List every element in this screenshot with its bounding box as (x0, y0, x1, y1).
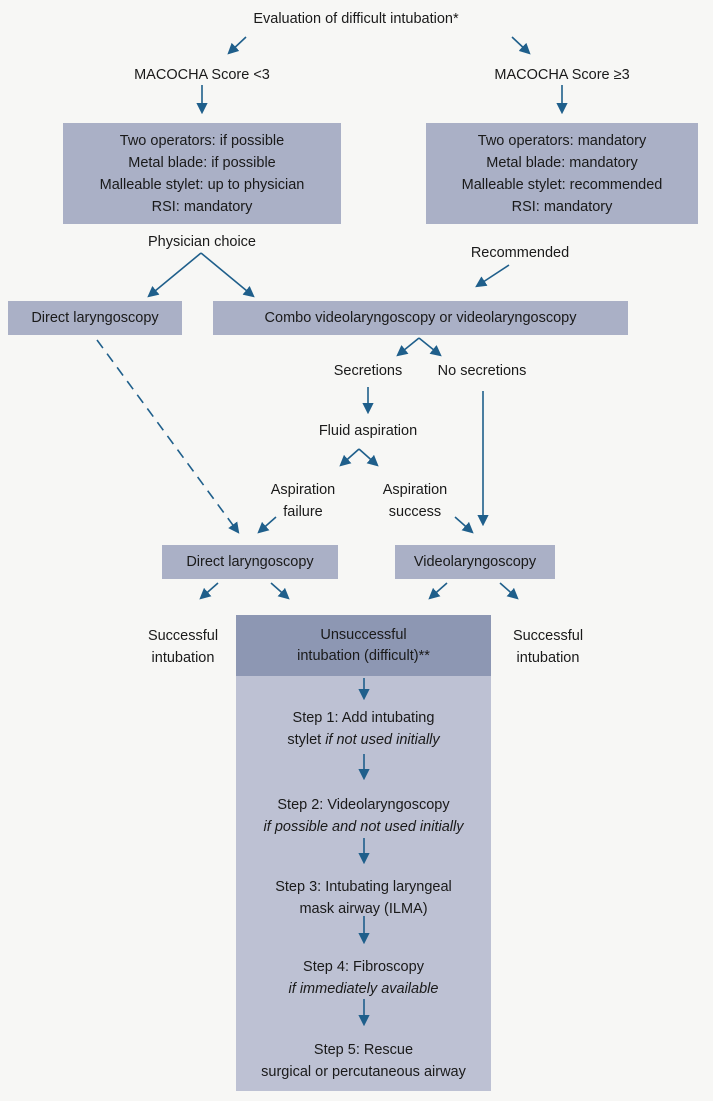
low-rec-line: Malleable stylet: up to physician (99, 176, 305, 193)
recommended-label: Recommended (470, 245, 570, 261)
step-detail: if immediately available (288, 981, 439, 997)
arrow-choice-to-direct (147, 252, 202, 298)
macocha-low-label: MACOCHA Score <3 (134, 67, 270, 83)
low-rec-line: RSI: mandatory (151, 198, 253, 215)
aspiration-failure-line: Aspiration (270, 482, 336, 498)
successful-intubation-left: Successful intubation (133, 625, 233, 669)
step-detail: if possible and not used initially (263, 819, 464, 835)
direct-laryngoscopy-box: Direct laryngoscopy (8, 301, 182, 335)
step-1: Step 1: Add intubating stylet if not use… (236, 707, 491, 751)
arrow-recommended-to-combo (475, 264, 510, 288)
dashed-arrow-direct-to-direct2 (96, 339, 240, 534)
arrow-combo-to-secretions (396, 337, 420, 357)
step-detail: mask airway (ILMA) (299, 901, 428, 917)
outcome-line: intubation (151, 650, 215, 666)
arrow-direct2-to-unsuccessful (270, 582, 290, 600)
unsuccessful-line: intubation (difficult)** (297, 647, 430, 664)
arrow-to-low-score (227, 36, 247, 55)
arrow-to-high-score (511, 36, 531, 55)
high-rec-line: Two operators: mandatory (477, 132, 647, 149)
aspiration-success-line: Aspiration (382, 482, 448, 498)
arrow-aspiration-to-success (358, 448, 379, 467)
aspiration-success-label: Aspiration success (365, 479, 465, 523)
videolaryngoscopy-box: Videolaryngoscopy (395, 545, 555, 579)
secretions-label: Secretions (333, 363, 403, 379)
macocha-high-label: MACOCHA Score ≥3 (494, 67, 630, 83)
second-direct-laryngoscopy-label: Direct laryngoscopy (186, 554, 314, 570)
high-rec-line: Metal blade: mandatory (486, 154, 638, 171)
successful-intubation-right: Successful intubation (498, 625, 598, 669)
no-secretions-label: No secretions (437, 363, 527, 379)
fluid-aspiration-label: Fluid aspiration (318, 423, 418, 439)
arrow-direct2-to-success (199, 582, 219, 600)
combo-videolaryngoscopy-box: Combo videolaryngoscopy or videolaryngos… (213, 301, 628, 335)
unsuccessful-line: Unsuccessful (320, 626, 407, 643)
step-5: Step 5: Rescue surgical or percutaneous … (236, 1039, 491, 1083)
aspiration-failure-label: Aspiration failure (253, 479, 353, 523)
outcome-line: intubation (516, 650, 580, 666)
aspiration-failure-line: failure (283, 504, 323, 520)
aspiration-success-line: success (388, 504, 442, 520)
outcome-line: Successful (512, 628, 584, 644)
step-title: Step 4: Fibroscopy (303, 959, 424, 975)
physician-choice-label: Physician choice (148, 234, 256, 250)
combo-videolaryngoscopy-label: Combo videolaryngoscopy or videolaryngos… (264, 310, 577, 326)
unsuccessful-intubation-header: Unsuccessful intubation (difficult)** (236, 615, 491, 676)
step-4: Step 4: Fibroscopy if immediately availa… (236, 956, 491, 1000)
arrow-aspiration-to-failure (339, 448, 360, 467)
arrow-combo-to-no-secretions (418, 337, 442, 357)
step-2: Step 2: Videolaryngoscopy if possible an… (236, 794, 491, 838)
arrow-video-to-success (499, 582, 519, 600)
low-score-recommendations-box: Two operators: if possible Metal blade: … (63, 123, 341, 224)
step-title: Step 2: Videolaryngoscopy (277, 797, 450, 813)
flowchart-title: Evaluation of difficult intubation* (253, 11, 459, 27)
arrow-choice-to-combo (200, 252, 255, 298)
second-direct-laryngoscopy-box: Direct laryngoscopy (162, 545, 338, 579)
step-title: Step 1: Add intubating (292, 710, 435, 726)
high-rec-line: Malleable stylet: recommended (461, 176, 663, 193)
step-detail: stylet if not used initially (287, 732, 440, 748)
high-rec-line: RSI: mandatory (511, 198, 613, 215)
rescue-steps-panel (236, 615, 491, 1091)
step-3: Step 3: Intubating laryngeal mask airway… (236, 876, 491, 920)
videolaryngoscopy-label: Videolaryngoscopy (413, 554, 537, 570)
direct-laryngoscopy-label: Direct laryngoscopy (31, 310, 159, 326)
step-title: Step 5: Rescue (313, 1042, 414, 1058)
step-title: Step 3: Intubating laryngeal (275, 879, 452, 895)
step-detail: surgical or percutaneous airway (261, 1064, 466, 1080)
high-score-recommendations-box: Two operators: mandatory Metal blade: ma… (426, 123, 698, 224)
low-rec-line: Two operators: if possible (119, 132, 285, 149)
outcome-line: Successful (147, 628, 219, 644)
arrow-video-to-unsuccessful (428, 582, 448, 600)
low-rec-line: Metal blade: if possible (128, 154, 276, 171)
